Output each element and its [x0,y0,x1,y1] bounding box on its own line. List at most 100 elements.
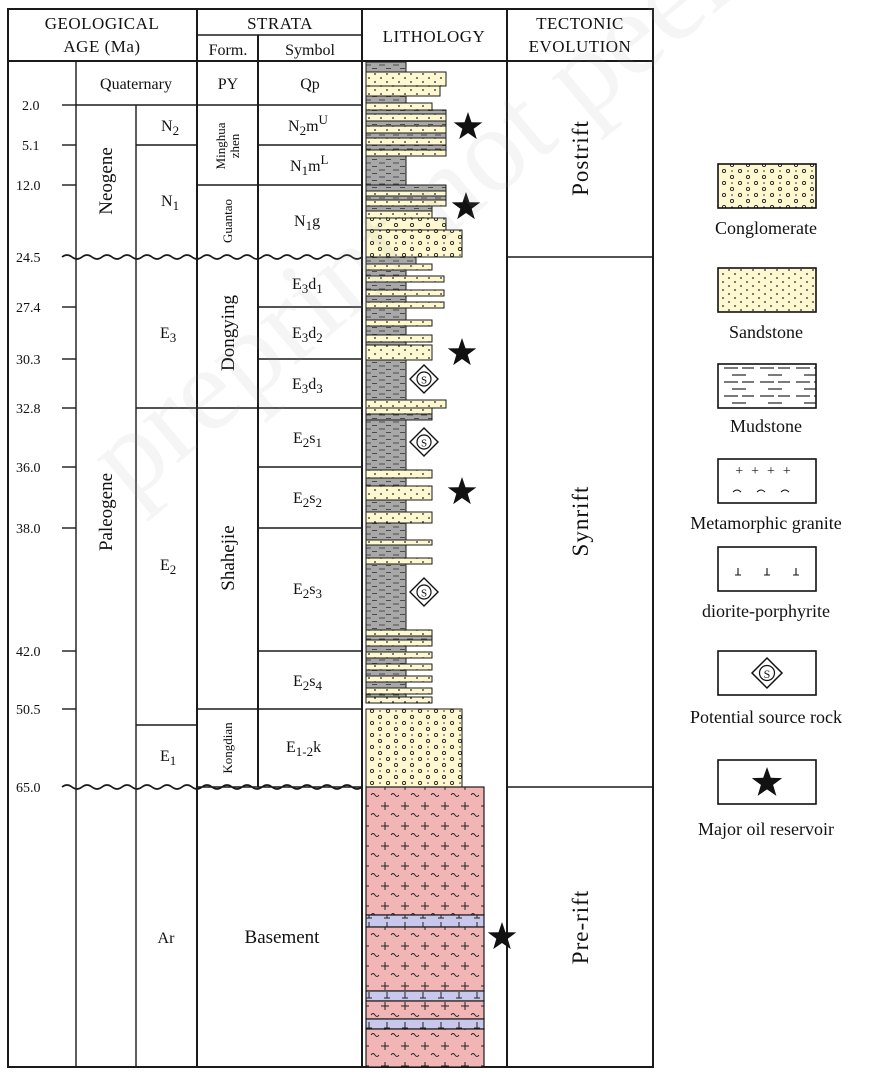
svg-text:S: S [421,375,427,387]
source-rock-icon: S [409,427,439,457]
header-tectonic-line1: TECTONIC [536,14,624,33]
mudstone-bed [365,669,407,677]
sandstone-bed [365,629,433,637]
legend-swatch-reservoir [717,759,817,805]
mudstone-bed [365,269,407,277]
mudstone-bed [365,645,407,653]
legend-label-mudstone: Mudstone [730,416,802,436]
legend: Conglomerate Sandstone Mudstone ++++ Met… [690,163,842,839]
svg-text:++++: ++++ [735,464,799,479]
sandstone-bed [365,399,447,409]
sandstone-bed [365,210,433,219]
sandstone-bed [365,539,433,546]
symbol-n1ml: N1mL [290,152,329,178]
legend-label-granite: Metamorphic granite [690,513,841,533]
age-label: 12.0 [16,179,41,194]
mudstone-bed [365,281,407,291]
epoch-e2: E2 [160,557,176,577]
unconformity-lines [61,254,363,790]
mudstone-bed [365,295,407,303]
conglomerate-bed [365,708,463,788]
symbol-qp: Qp [300,76,320,93]
granite-layer [365,786,485,916]
sandstone-bed [365,190,447,197]
diorite-layer [365,990,485,1002]
sandstone-bed [365,71,447,87]
age-label: 32.8 [16,402,41,417]
age-label: 2.0 [22,99,40,114]
mudstone-bed [365,413,433,421]
mudstone-bed [365,325,407,336]
epoch-n2: N2 [161,118,179,138]
mudstone-bed [365,359,407,401]
sandstone-bed [365,149,447,157]
sandstone-bed [365,407,433,415]
age-label: 36.0 [16,461,41,476]
mudstone-bed [365,155,407,186]
sandstone-bed [365,125,447,134]
granite-layer [365,1028,485,1068]
mudstone-bed [365,544,407,559]
age-label: 24.5 [16,251,41,266]
sandstone-bed [365,344,433,361]
symbol-e2s1: E2s1 [293,430,322,450]
formation-kongdian: Kongdian [220,722,235,774]
sandstone-bed [365,275,445,283]
legend-label-diorite: diorite-porphyrite [702,601,830,621]
sandstone-bed [365,687,433,695]
sandstone-bed [365,301,445,309]
age-labels: 2.0 5.1 12.0 24.5 27.4 30.3 32.8 36.0 38… [16,99,41,796]
symbol-n1g: N1g [294,213,320,233]
mudstone-bed [365,95,407,104]
mudstone-bed [365,144,447,151]
formation-basement: Basement [245,927,321,948]
mudstone-bed [365,681,407,689]
svg-text:S: S [421,438,427,450]
sandstone-bed [365,696,433,704]
sandstone-bed [365,263,433,271]
legend-swatch-diorite [717,546,817,592]
mudstone-bed [365,499,407,513]
granite-layer [365,926,485,992]
symbol-e2s3: E2s3 [293,581,322,601]
sandstone-bed [365,469,433,479]
formation-shahejie: Shahejie [218,525,239,590]
header-form: Form. [209,42,248,59]
age-ticks [62,104,76,710]
header-tectonic-line2: EVOLUTION [529,37,632,56]
symbol-e2s4: E2s4 [293,673,323,693]
sandstone-bed [365,289,445,297]
epoch-e3: E3 [160,325,176,345]
mudstone-bed [365,563,407,631]
symbol-n2mu: N2mU [288,112,329,138]
legend-label-conglomerate: Conglomerate [715,218,817,238]
legend-swatch-mudstone [717,363,817,409]
formation-minghuazhen-line2: zhen [227,133,242,158]
mudstone-bed [365,120,447,127]
conglomerate-bed [365,217,447,231]
age-label: 65.0 [16,781,41,796]
period-paleogene: Paleogene [96,473,117,551]
inner-grid [75,61,653,1067]
mudstone-bed [365,205,433,212]
age-label: 38.0 [16,522,41,537]
age-label: 27.4 [16,301,41,316]
legend-swatch-granite: ++++ [717,458,817,504]
symbol-e3d3: E3d3 [292,376,323,396]
legend-label-sandstone: Sandstone [729,322,803,342]
conglomerate-bed [365,229,463,258]
mudstone-bed [365,419,407,471]
epoch-n1: N1 [161,193,179,213]
mudstone-bed [365,657,407,665]
diorite-layer [365,914,485,928]
lithology-column [365,61,463,788]
period-neogene: Neogene [96,147,117,215]
formation-py: PY [218,76,239,93]
source-rock-icon: S [409,364,439,394]
tectonic-synrift: Synrift [568,486,593,557]
legend-swatch-conglomerate [717,163,817,209]
sandstone-bed [365,137,447,146]
svg-text:S: S [764,667,771,681]
legend-label-reservoir: Major oil reservoir [698,819,834,839]
mudstone-bed [365,184,447,192]
